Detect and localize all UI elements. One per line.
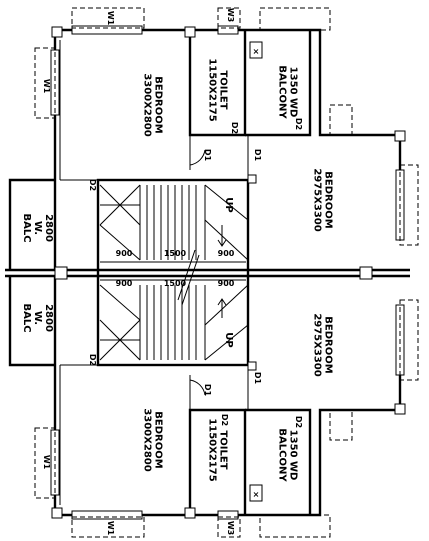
window-w3-bottom xyxy=(217,510,239,520)
bottom-corridor-wall xyxy=(59,364,98,505)
tag-w1-bottom-south: W1 xyxy=(106,521,115,536)
stair-labels: UP UP 900 1500 900 900 1500 900 xyxy=(100,197,246,348)
tag-d1-top-left: D1 xyxy=(203,149,212,162)
room-labels: BEDROOM3300X2800 TOILET1150X2175 1350 WD… xyxy=(21,58,334,482)
tag-w1-top-west: W1 xyxy=(42,79,51,94)
projection-w1-top-west xyxy=(34,47,56,119)
fixtures: × × xyxy=(249,41,263,502)
bottom-w-balc-walls xyxy=(8,276,57,367)
projection-w8-top xyxy=(329,104,353,136)
stair-winder xyxy=(99,224,141,261)
door-swing-top-toilet xyxy=(189,149,206,166)
column xyxy=(394,403,406,415)
window-w3-top xyxy=(217,25,239,35)
projection-w1-bottom-west xyxy=(34,427,56,499)
tag-d2-bottom-stair: D2 xyxy=(88,354,97,366)
tag-w3-bottom: W3 xyxy=(226,521,235,535)
tag-w1-top-north: W1 xyxy=(106,11,115,26)
stair-winder xyxy=(99,284,141,321)
column xyxy=(247,361,257,371)
projection-balcony-bottom xyxy=(259,514,331,538)
bottom-toilet-walls xyxy=(188,408,247,515)
window-w1-bottom-south xyxy=(71,510,143,520)
column xyxy=(51,507,63,519)
tags: W3 W1 W1 W3 W1 W1 D1 D1 D2 D2 D2 D1 D1 D… xyxy=(42,8,303,536)
room-label-bottom-balcony: 1350 WDBALCONY xyxy=(277,428,299,482)
room-label-bottom-toilet: TOILET1150X2175 xyxy=(207,418,229,481)
tag-w3-top: W3 xyxy=(226,8,235,22)
column xyxy=(54,266,68,280)
stair-dim-mid-bottom: 1500 xyxy=(164,279,187,288)
wc-fixture-top xyxy=(249,41,263,59)
top-bedroom-divider xyxy=(189,135,249,175)
stair-winder xyxy=(204,184,249,221)
top-corridor-wall xyxy=(59,40,98,181)
top-balcony-walls xyxy=(245,30,312,137)
projection-balcony-top xyxy=(259,7,331,31)
stair-winder xyxy=(204,219,249,261)
door-swings xyxy=(189,149,206,396)
door-swing-bottom-toilet xyxy=(189,379,206,396)
room-label-top-balcony: 1350 WDBALCONY xyxy=(277,65,299,119)
room-label-top-toilet: TOILET1150X2175 xyxy=(207,58,229,121)
bottom-bedroom-divider xyxy=(189,370,249,410)
projection-w8-bottom xyxy=(329,409,353,441)
projections xyxy=(34,7,419,538)
wc-mark-bottom: × xyxy=(253,490,260,499)
room-label-top-w-balc: 2800W.BALC xyxy=(21,213,54,242)
tag-d1-top-right: D1 xyxy=(253,149,262,162)
stair-dim-left-bottom: 900 xyxy=(116,279,133,288)
stair-up-label-bottom: UP xyxy=(223,332,234,347)
stair-arrow-top xyxy=(217,225,227,247)
stair-winder xyxy=(204,324,249,361)
projection-top-right-east xyxy=(399,164,419,246)
projection-bottom-right-east xyxy=(399,299,419,381)
top-toilet-walls xyxy=(188,30,247,137)
column xyxy=(394,130,406,142)
room-label-bottom-right-bedroom: BEDROOM2975X3300 xyxy=(312,313,334,376)
top-w-balc-walls xyxy=(8,178,57,270)
stair-flights xyxy=(99,184,249,361)
tag-d1-bottom-right: D1 xyxy=(253,372,262,385)
column xyxy=(184,507,196,519)
tag-d2-bottom-balcony: D2 xyxy=(294,416,303,428)
room-label-top-left-bedroom: BEDROOM3300X2800 xyxy=(142,73,164,136)
column xyxy=(247,174,257,184)
window-w1-top-west xyxy=(50,49,60,116)
columns xyxy=(51,26,406,519)
stair-dim-mid-top: 1500 xyxy=(164,249,187,258)
room-label-bottom-left-bedroom: BEDROOM3300X2800 xyxy=(142,408,164,471)
tag-d2-top-balcony: D2 xyxy=(294,118,303,130)
tag-d2-top-stair: D2 xyxy=(88,179,97,191)
window-w1-bottom-west xyxy=(50,429,60,496)
projection-w3-top xyxy=(217,7,241,29)
wc-fixture-bottom xyxy=(249,484,263,502)
stair-dim-right-top: 900 xyxy=(218,249,235,258)
room-label-top-right-bedroom: BEDROOM2975X3300 xyxy=(312,168,334,231)
wc-mark-top: × xyxy=(253,47,260,56)
stair-enclosure xyxy=(96,178,250,367)
tag-d1-bottom-left: D1 xyxy=(203,384,212,397)
stair-dim-right-bottom: 900 xyxy=(218,279,235,288)
bottom-balcony-walls xyxy=(245,408,312,515)
tag-d2-bottom-toilet: D2 xyxy=(220,414,229,426)
window-w1-top-north xyxy=(71,25,143,35)
center-party-wall xyxy=(5,268,410,278)
tag-w1-bottom-west: W1 xyxy=(42,455,51,470)
room-label-bottom-w-balc: 2800W.BALC xyxy=(21,303,54,332)
projection-w1-top-north xyxy=(71,7,145,29)
column xyxy=(359,266,373,280)
stair-winder xyxy=(204,284,249,326)
tag-d2-top-toilet: D2 xyxy=(230,122,239,134)
stair-dim-left-top: 900 xyxy=(116,249,133,258)
column xyxy=(184,26,196,38)
stair-cut-line xyxy=(177,249,196,301)
projection-w3-bottom xyxy=(217,516,241,538)
column xyxy=(51,26,63,38)
stair-up-label-top: UP xyxy=(223,197,234,212)
projection-w1-bottom-south xyxy=(71,516,145,538)
stair-arrow-bottom xyxy=(217,298,227,318)
